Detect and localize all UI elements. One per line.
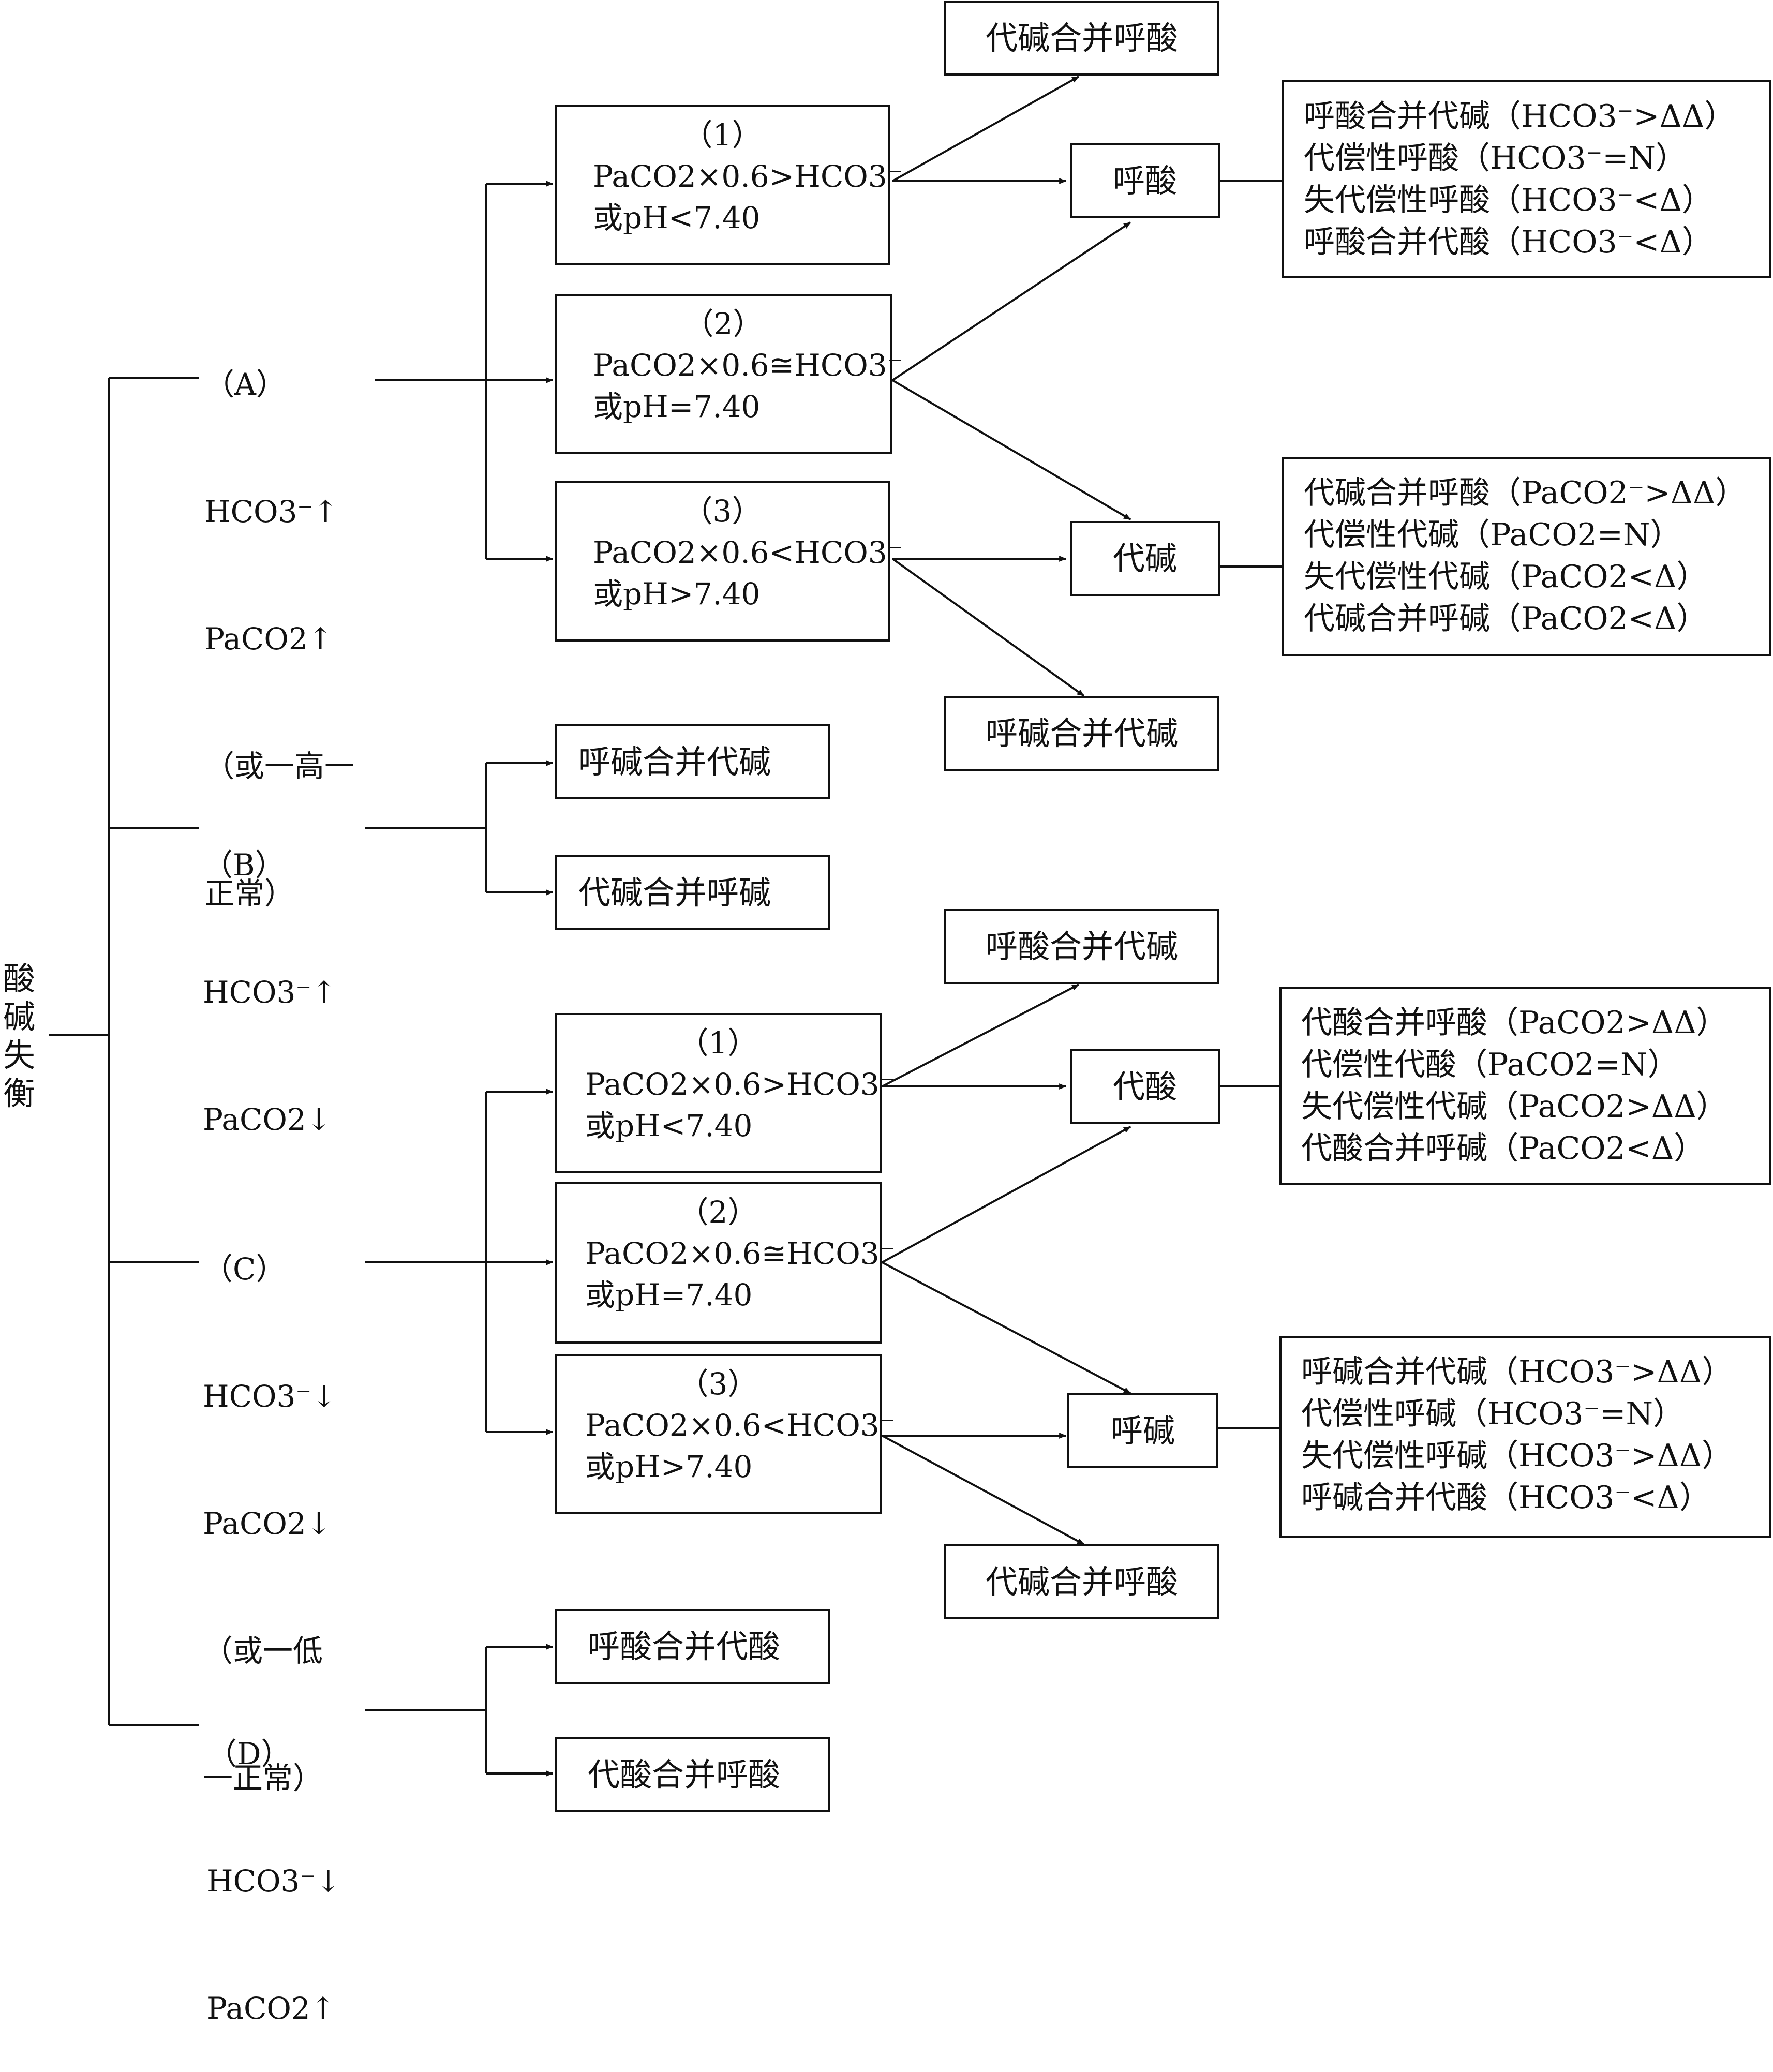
group-a-top-result: 代碱合并呼酸 <box>944 1 1219 76</box>
group-c-label: （C） HCO3⁻↓ PaCO2↓ （或一低 一正常） <box>203 1163 337 1842</box>
connector-lines <box>49 76 1283 1777</box>
condition-formula: PaCO2×0.6>HCO3⁻ <box>585 1067 896 1102</box>
detail-line: 失代偿性代碱（PaCO2<Δ） <box>1304 559 1708 595</box>
group-c-bottom-result: 代碱合并呼酸 <box>944 1544 1219 1619</box>
group-b-label: （B） HCO3⁻↑ PaCO2↓ <box>203 759 337 1183</box>
group-b-result-2: 代碱合并呼碱 <box>555 855 830 930</box>
condition-ph: 或pH<7.40 <box>585 1108 753 1143</box>
group-c-condition-1: （1） PaCO2×0.6>HCO3⁻ 或pH<7.40 <box>555 1013 896 1173</box>
detail-line: 代偿性代酸（PaCO2=N） <box>1301 1047 1679 1083</box>
condition-ph: 或pH>7.40 <box>585 1449 753 1484</box>
root-label: 酸 碱 失 衡 <box>1 960 37 1113</box>
group-c-line: PaCO2↓ <box>203 1506 332 1541</box>
group-d-result-2: 代酸合并呼酸 <box>555 1737 830 1812</box>
detail-line: 代偿性呼碱（HCO3⁻=N） <box>1301 1396 1685 1432</box>
group-a-label: （A） HCO3⁻↑ PaCO2↑ （或一高一 正常） <box>204 278 354 957</box>
detail-line: 呼酸合并代酸（HCO3⁻<Δ） <box>1304 224 1713 260</box>
detail-line: 代碱合并呼酸（PaCO2⁻>ΔΔ） <box>1304 475 1747 511</box>
group-b-line: PaCO2↓ <box>203 1102 332 1137</box>
group-c-line: HCO3⁻↓ <box>203 1379 337 1414</box>
group-a-line: HCO3⁻↑ <box>204 494 338 529</box>
detail-line: 失代偿性代碱（PaCO2>ΔΔ） <box>1301 1089 1727 1125</box>
condition-ph: 或pH>7.40 <box>593 576 761 612</box>
group-b-line: HCO3⁻↑ <box>203 975 337 1010</box>
group-a-line: 正常） <box>204 876 295 911</box>
group-c-line: （或一低 <box>203 1633 323 1668</box>
detail-line: 代偿性代碱（PaCO2=N） <box>1304 517 1681 553</box>
group-c-line: （C） <box>203 1251 286 1287</box>
group-a-line: PaCO2↑ <box>204 621 333 657</box>
group-a-metabolic-alkalosis: 代碱 <box>1070 521 1220 596</box>
group-a-line: （A） <box>204 367 286 402</box>
group-c-metabolic-acidosis: 代酸 <box>1070 1049 1220 1124</box>
condition-formula: PaCO2×0.6<HCO3⁻ <box>593 535 903 570</box>
condition-formula: PaCO2×0.6≅HCO3⁻ <box>593 348 903 383</box>
condition-ph: 或pH=7.40 <box>585 1277 753 1313</box>
group-d-line: PaCO2↑ <box>207 1991 336 2026</box>
group-d-line: （D） <box>207 1736 291 1771</box>
condition-ph: 或pH=7.40 <box>593 389 761 424</box>
group-a-condition-3: （3） PaCO2×0.6<HCO3⁻ 或pH>7.40 <box>555 481 903 642</box>
group-d-label: （D） HCO3⁻↓ PaCO2↑ <box>207 1648 341 2072</box>
group-a-line: （或一高一 <box>204 749 355 784</box>
detail-line: 代偿性呼酸（HCO3⁻=N） <box>1304 140 1687 176</box>
group-d-line: HCO3⁻↓ <box>207 1864 341 1899</box>
group-c-detail-1: 代酸合并呼酸（PaCO2>ΔΔ） 代偿性代酸（PaCO2=N） 失代偿性代碱（P… <box>1279 987 1771 1185</box>
group-a-condition-2: （2） PaCO2×0.6≅HCO3⁻ 或pH=7.40 <box>555 294 903 454</box>
condition-number: （1） <box>678 1025 758 1061</box>
root-char: 衡 <box>3 1075 35 1112</box>
root-char: 碱 <box>3 998 35 1036</box>
group-c-condition-2: （2） PaCO2×0.6≅HCO3⁻ 或pH=7.40 <box>555 1182 896 1344</box>
group-b-line: （B） <box>203 847 285 883</box>
detail-line: 代酸合并呼碱（PaCO2<Δ） <box>1301 1130 1705 1167</box>
condition-formula: PaCO2×0.6≅HCO3⁻ <box>585 1236 896 1271</box>
detail-line: 呼酸合并代碱（HCO3⁻>ΔΔ） <box>1304 98 1736 135</box>
detail-line: 代酸合并呼酸（PaCO2>ΔΔ） <box>1301 1005 1727 1041</box>
group-c-condition-3: （3） PaCO2×0.6<HCO3⁻ 或pH>7.40 <box>555 1354 896 1514</box>
condition-number: （1） <box>682 117 762 153</box>
group-c-detail-2: 呼碱合并代碱（HCO3⁻>ΔΔ） 代偿性呼碱（HCO3⁻=N） 失代偿性呼碱（H… <box>1279 1336 1771 1538</box>
group-a-condition-1: （1） PaCO2×0.6>HCO3⁻ 或pH<7.40 <box>555 105 903 265</box>
detail-line: 呼碱合并代酸（HCO3⁻<Δ） <box>1301 1480 1710 1516</box>
group-c-line: 一正常） <box>203 1761 323 1796</box>
condition-number: （2） <box>678 1195 758 1230</box>
group-c-respiratory-alkalosis: 呼碱 <box>1067 1393 1218 1468</box>
group-a-detail-2: 代碱合并呼酸（PaCO2⁻>ΔΔ） 代偿性代碱（PaCO2=N） 失代偿性代碱（… <box>1282 457 1771 656</box>
root-char: 酸 <box>3 960 35 997</box>
group-d-result-1: 呼酸合并代酸 <box>555 1609 830 1684</box>
condition-number: （2） <box>683 306 763 341</box>
group-a-detail-1: 呼酸合并代碱（HCO3⁻>ΔΔ） 代偿性呼酸（HCO3⁻=N） 失代偿性呼酸（H… <box>1282 80 1771 278</box>
group-c-top-result: 呼酸合并代碱 <box>944 909 1219 984</box>
detail-line: 呼碱合并代碱（HCO3⁻>ΔΔ） <box>1301 1354 1733 1390</box>
condition-ph: 或pH<7.40 <box>593 200 761 235</box>
detail-line: 失代偿性呼酸（HCO3⁻<Δ） <box>1304 182 1713 218</box>
detail-line: 失代偿性呼碱（HCO3⁻>ΔΔ） <box>1301 1438 1733 1474</box>
condition-formula: PaCO2×0.6<HCO3⁻ <box>585 1408 896 1443</box>
condition-number: （3） <box>678 1366 758 1402</box>
condition-formula: PaCO2×0.6>HCO3⁻ <box>593 159 903 194</box>
detail-line: 代碱合并呼碱（PaCO2<Δ） <box>1304 601 1708 637</box>
group-a-respiratory-acidosis: 呼酸 <box>1070 143 1220 218</box>
group-a-bottom-result: 呼碱合并代碱 <box>944 696 1219 771</box>
group-b-result-1: 呼碱合并代碱 <box>555 724 830 799</box>
root-char: 失 <box>3 1036 35 1074</box>
condition-number: （3） <box>682 494 762 529</box>
